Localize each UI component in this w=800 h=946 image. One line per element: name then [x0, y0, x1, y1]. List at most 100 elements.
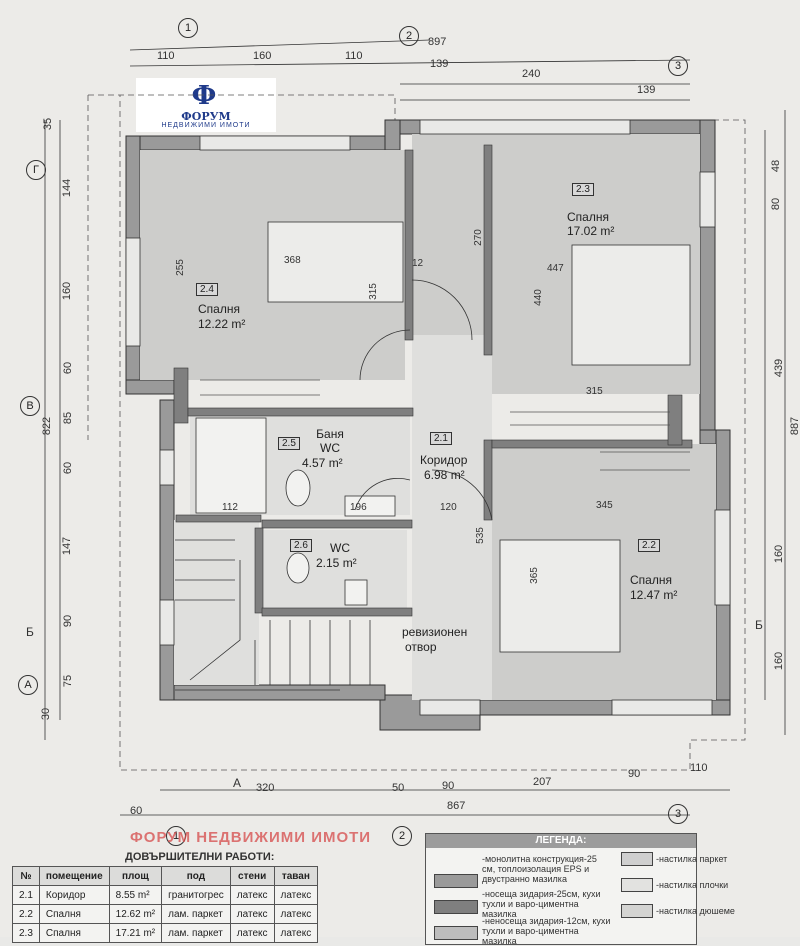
- finishes-header: под: [161, 866, 231, 886]
- dim-90-left: 90: [62, 614, 75, 628]
- room-2-3-area: 17.02 m²: [567, 224, 615, 238]
- dim-345: 345: [596, 500, 613, 511]
- cell: 12.62 m²: [108, 904, 163, 924]
- finishes-header-row: № помещение площ под стени таван: [12, 866, 319, 886]
- dim-12-a: 12: [412, 258, 424, 269]
- dim-207: 207: [533, 776, 552, 788]
- room-2-1-name: Коридор: [420, 453, 468, 467]
- room-2-4-name: Спалня: [198, 302, 240, 316]
- dim-160-top: 160: [253, 50, 272, 62]
- logo-name: ФОРУМ: [181, 110, 231, 123]
- cell: латекс: [229, 923, 275, 943]
- legend-right-2: -настилка плочки: [656, 880, 729, 890]
- finishes-title: ДОВЪРШИТЕЛНИ РАБОТИ:: [125, 851, 275, 863]
- cell: лам. паркет: [161, 904, 231, 924]
- dim-50: 50: [392, 782, 405, 794]
- cell: 8.55 m²: [108, 885, 163, 905]
- axis-3-bottom: 3: [668, 804, 688, 824]
- forum-logo: Ф ФОРУМ НЕДВИЖИМИ ИМОТИ: [136, 78, 276, 132]
- dim-75: 75: [62, 674, 75, 688]
- revision-label-1: ревизионен: [402, 625, 468, 639]
- room-2-6-name: WC: [330, 541, 350, 555]
- cell: лам. паркет: [161, 923, 231, 943]
- dim-897: 897: [428, 36, 447, 48]
- table-row: 2.3 Спалня 17.21 m² лам. паркет латекс л…: [12, 923, 319, 943]
- revision-label-2: отвор: [405, 640, 437, 654]
- watermark: ФОРУМ НЕДВИЖИМИ ИМОТИ: [130, 829, 372, 846]
- dim-255: 255: [174, 259, 186, 276]
- legend-box: ЛЕГЕНДА: -монолитна конструкция-25 см, т…: [425, 833, 735, 946]
- legend-swatch-tiles: [621, 878, 653, 892]
- dim-120: 120: [440, 502, 457, 513]
- room-2-3-name: Спалня: [567, 210, 609, 224]
- dim-270: 270: [472, 229, 484, 246]
- legend-swatch-monolith: [434, 874, 478, 888]
- dim-867: 867: [447, 800, 466, 812]
- dim-160-left: 160: [61, 281, 74, 301]
- room-2-4-number: 2.4: [196, 283, 218, 296]
- cell: 2.2: [12, 904, 40, 924]
- dim-315-a: 315: [367, 283, 379, 300]
- room-2-5-area: 4.57 m²: [302, 456, 343, 470]
- dim-368: 368: [284, 255, 301, 266]
- dim-30: 30: [40, 707, 53, 721]
- dim-160-right-b: 160: [773, 651, 786, 671]
- dim-110-b: 110: [345, 50, 363, 62]
- finishes-header: таван: [273, 866, 319, 886]
- dim-447: 447: [547, 263, 564, 274]
- dim-60-left-b: 60: [62, 461, 75, 475]
- dim-139-b: 139: [637, 84, 656, 96]
- dim-822: 822: [41, 416, 54, 436]
- dim-365: 365: [528, 567, 540, 584]
- dim-535: 535: [474, 527, 486, 544]
- dim-60-left-a: 60: [62, 361, 75, 375]
- legend-item-2: -носеща зидария-25см, кухи тухли и варо-…: [482, 889, 601, 919]
- dim-90-bottom-a: 90: [442, 780, 455, 792]
- dim-315-b: 315: [586, 386, 603, 397]
- room-2-5-name: Баня WC: [316, 427, 344, 455]
- room-2-1-number: 2.1: [430, 432, 452, 445]
- cell: латекс: [229, 904, 275, 924]
- legend-item-3: -неносеща зидария-12см, кухи тухли и вар…: [482, 916, 611, 946]
- section-b-right: Б: [755, 618, 763, 632]
- table-row: 2.2 Спалня 12.62 m² лам. паркет латекс л…: [12, 904, 319, 924]
- finishes-header: №: [12, 866, 40, 886]
- dim-60-bottom: 60: [130, 805, 143, 817]
- dim-240: 240: [522, 68, 541, 80]
- cell: 2.1: [12, 885, 40, 905]
- room-2-6-area: 2.15 m²: [316, 556, 357, 570]
- room-2-2-number: 2.2: [638, 539, 660, 552]
- dim-110-bottom: 110: [690, 762, 708, 774]
- room-2-3-number: 2.3: [572, 183, 594, 196]
- dim-320: 320: [256, 782, 275, 794]
- finishes-header: площ: [108, 866, 163, 886]
- dim-48: 48: [770, 159, 783, 173]
- legend-item-1: -монолитна конструкция-25 см, топлоизола…: [482, 854, 597, 884]
- section-b-left: Б: [26, 625, 34, 639]
- room-2-5-number: 2.5: [278, 437, 300, 450]
- legend-right-3: -настилка дюшеме: [656, 906, 735, 916]
- cell: Коридор: [38, 885, 110, 905]
- axis-v-left: В: [20, 396, 40, 416]
- cell: 2.3: [12, 923, 40, 943]
- cell: латекс: [273, 885, 319, 905]
- dim-160-right-a: 160: [773, 544, 786, 564]
- room-2-2-area: 12.47 m²: [630, 588, 678, 602]
- axis-1-top: 1: [178, 18, 198, 38]
- axis-1-bottom: 1: [166, 826, 186, 846]
- dim-110-a: 110: [157, 50, 175, 62]
- cell: латекс: [273, 904, 319, 924]
- table-row: 2.1 Коридор 8.55 m² гранитогрес латекс л…: [12, 885, 319, 905]
- dim-139-a: 139: [430, 58, 449, 70]
- axis-a-left: А: [18, 675, 38, 695]
- finishes-header: стени: [229, 866, 275, 886]
- cell: латекс: [273, 923, 319, 943]
- room-2-4-area: 12.22 m²: [198, 317, 246, 331]
- dim-90-bottom-b: 90: [628, 768, 641, 780]
- room-2-1-area: 6.98 m²: [424, 468, 465, 482]
- dim-80-right: 80: [770, 197, 783, 211]
- room-2-2-name: Спалня: [630, 573, 672, 587]
- dim-144: 144: [61, 178, 74, 198]
- legend-swatch-deck: [621, 904, 653, 918]
